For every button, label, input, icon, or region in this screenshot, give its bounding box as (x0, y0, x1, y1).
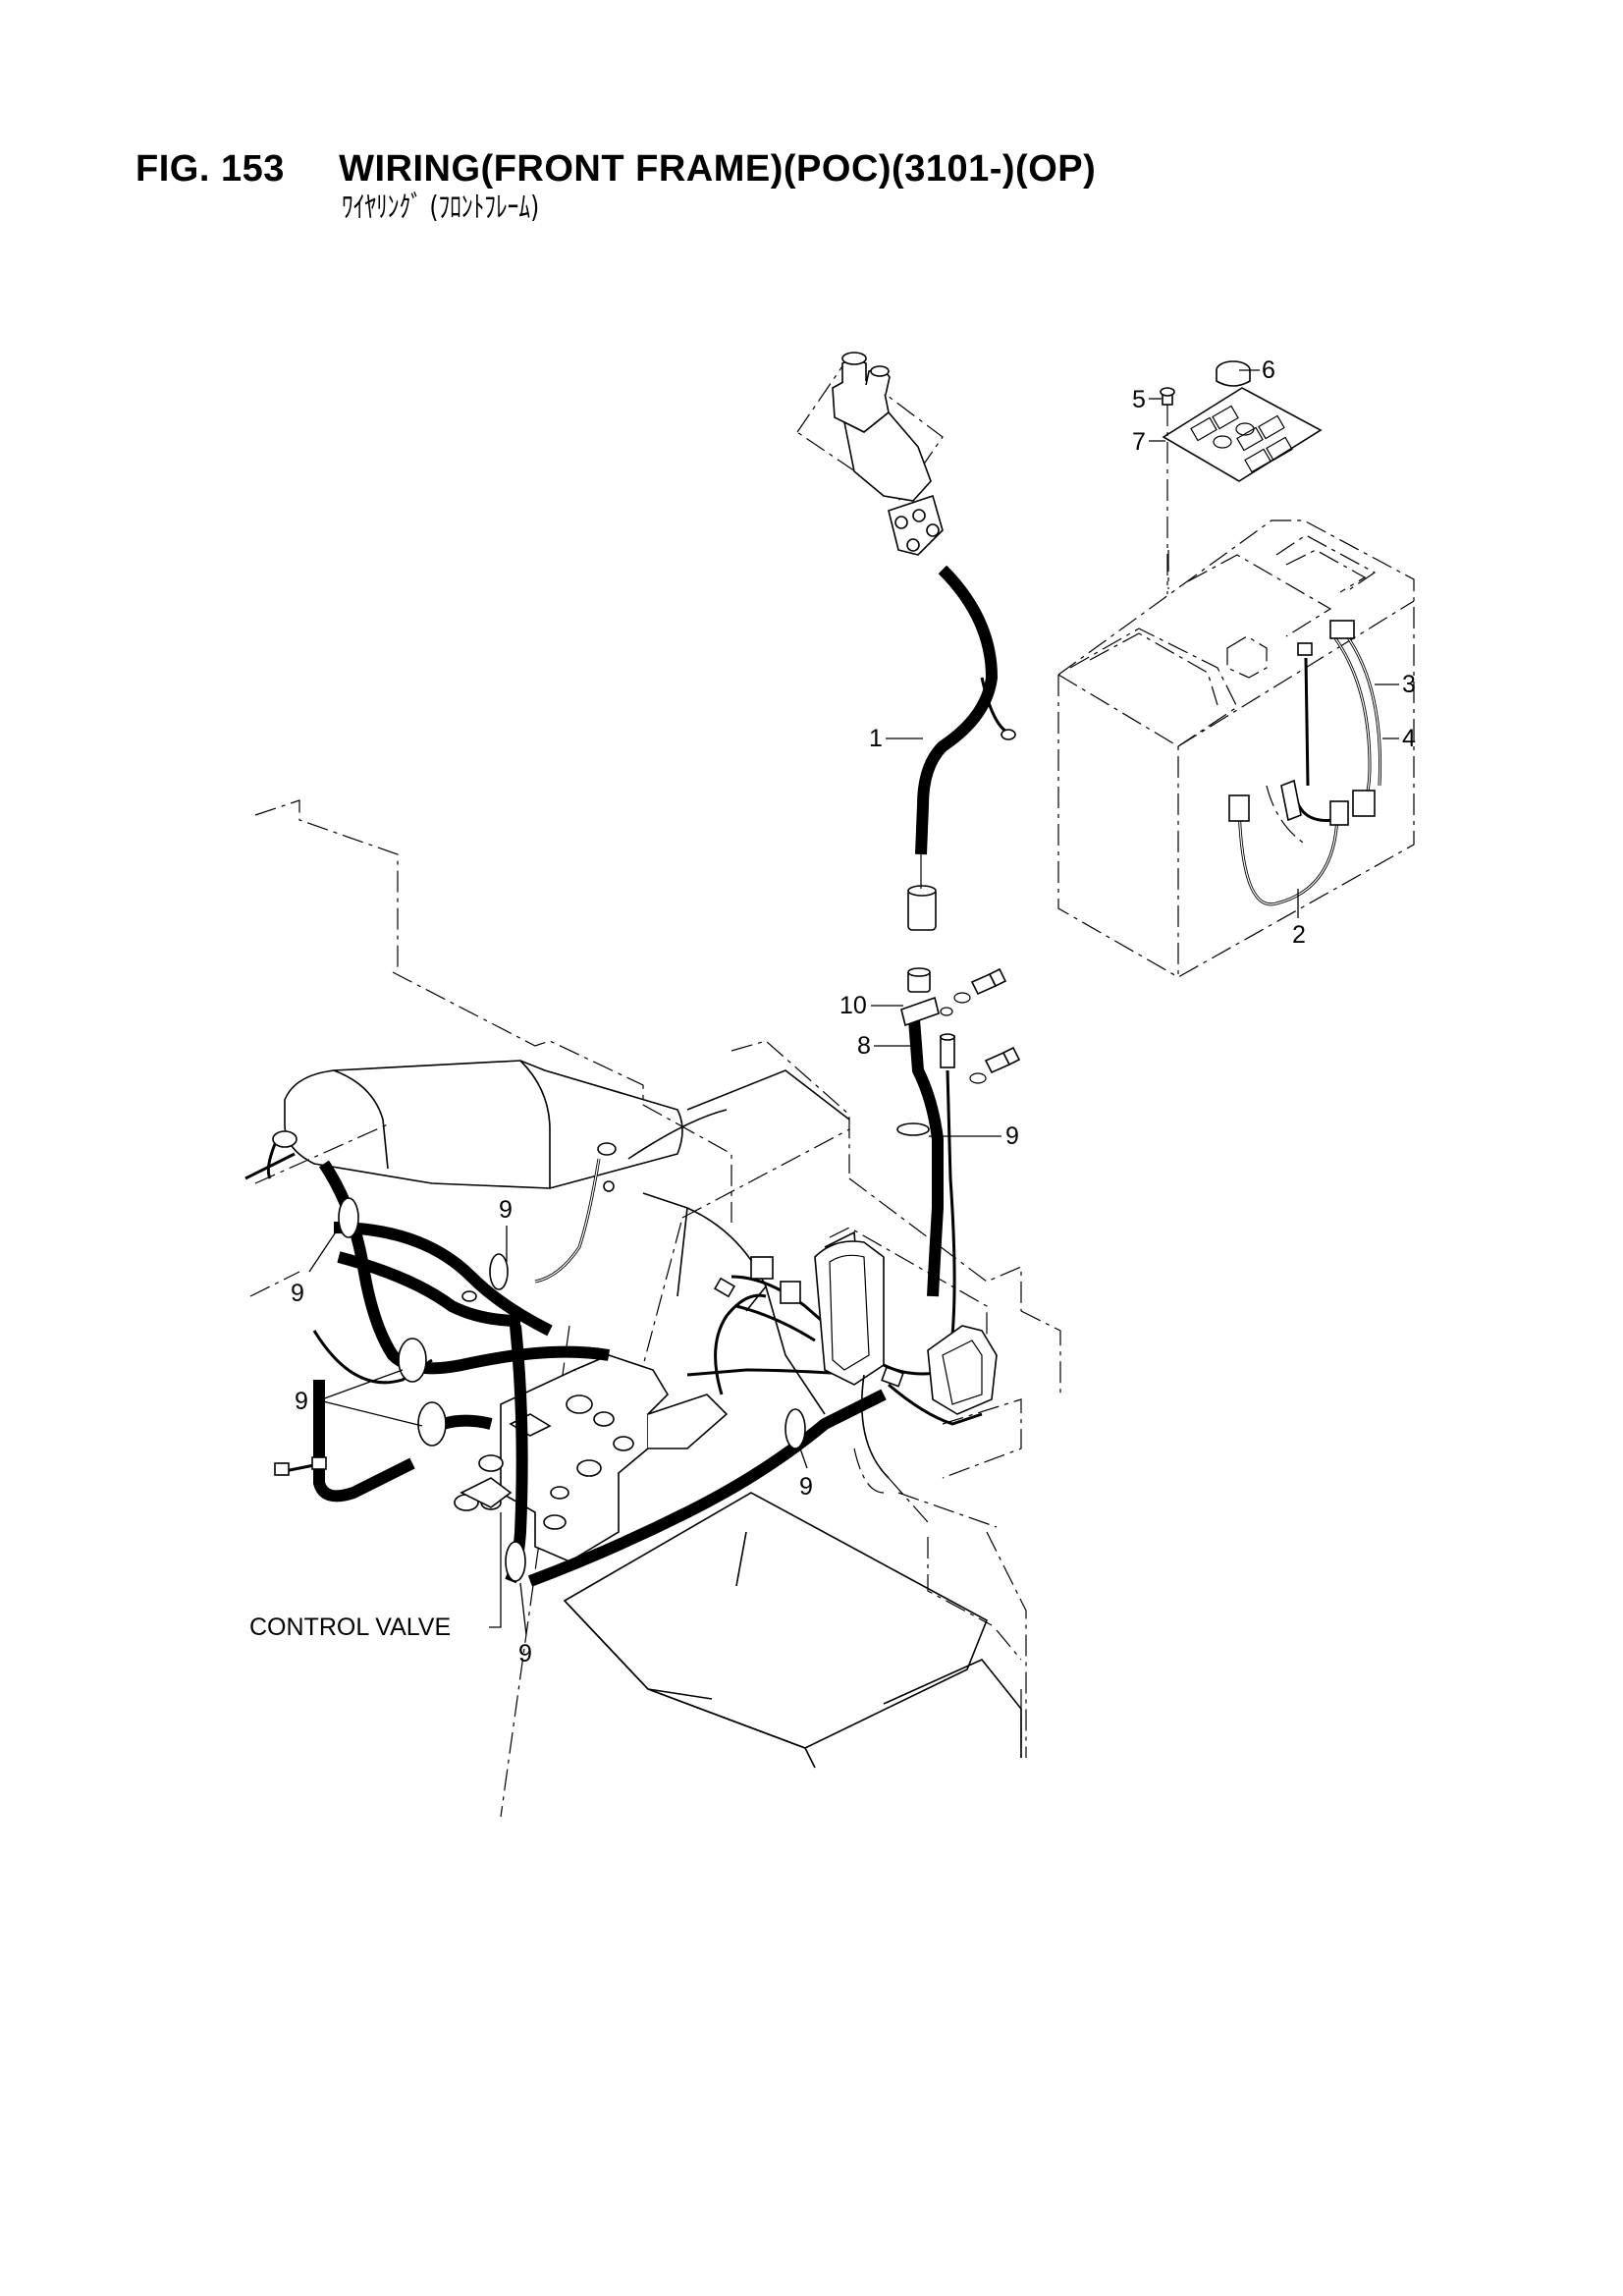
connector-icon (750, 1256, 774, 1280)
cab-panel-housing (1057, 519, 1415, 978)
bolts (940, 967, 1021, 1084)
clamp-9-icon (784, 1408, 806, 1449)
boom-bracket (284, 1060, 865, 1415)
callout-6: 6 (1262, 356, 1275, 384)
clamp-9-icon (417, 1401, 447, 1447)
callout-9-a: 9 (1005, 1122, 1019, 1150)
joystick-lever (796, 352, 944, 556)
switch-panel (1160, 360, 1323, 594)
callout-9-c: 9 (291, 1280, 304, 1307)
callout-4: 4 (1402, 725, 1416, 752)
title-block: FIG. 153 WIRING(FRONT FRAME)(POC)(3101-)… (135, 147, 1096, 226)
clamp-9-icon (338, 1197, 359, 1238)
callouts: 1 2 3 4 5 6 7 8 9 9 9 9 9 9 10 CONTROL V… (249, 356, 1416, 1667)
control-valve (454, 1354, 729, 1562)
callout-7: 7 (1132, 428, 1146, 456)
clamp-9-icon (505, 1541, 526, 1582)
lower-harness (244, 1130, 983, 1587)
control-valve-label: CONTROL VALVE (249, 1613, 451, 1641)
callout-9-b: 9 (499, 1196, 513, 1224)
callout-5: 5 (1132, 386, 1146, 413)
callout-9-e: 9 (799, 1473, 813, 1501)
clamp-9-icon (489, 1253, 509, 1290)
harness-1 (907, 565, 1016, 993)
light-unit (814, 1240, 998, 1415)
callout-9-d: 9 (295, 1388, 308, 1415)
callout-9-f: 9 (518, 1640, 532, 1667)
connector-icon (780, 1281, 801, 1304)
callout-3: 3 (1402, 671, 1416, 698)
callout-10: 10 (839, 992, 867, 1019)
clamp-9-icon (896, 1122, 930, 1136)
harness-8 (896, 996, 956, 1337)
lower-chassis (563, 1374, 1022, 1769)
figure-subtitle: ﾜｲﾔﾘﾝｸﾞ (ﾌﾛﾝﾄﾌﾚｰﾑ) (342, 191, 540, 225)
callout-8: 8 (857, 1032, 871, 1060)
harness-2-3-4 (1228, 620, 1382, 906)
clamp-9-icon (398, 1338, 427, 1383)
connector-icon (1329, 620, 1355, 639)
connector-icon (1228, 794, 1250, 822)
callout-2: 2 (1292, 921, 1306, 949)
figure-title: FIG. 153 WIRING(FRONT FRAME)(POC)(3101-)… (135, 148, 1097, 190)
callout-1: 1 (869, 725, 883, 752)
